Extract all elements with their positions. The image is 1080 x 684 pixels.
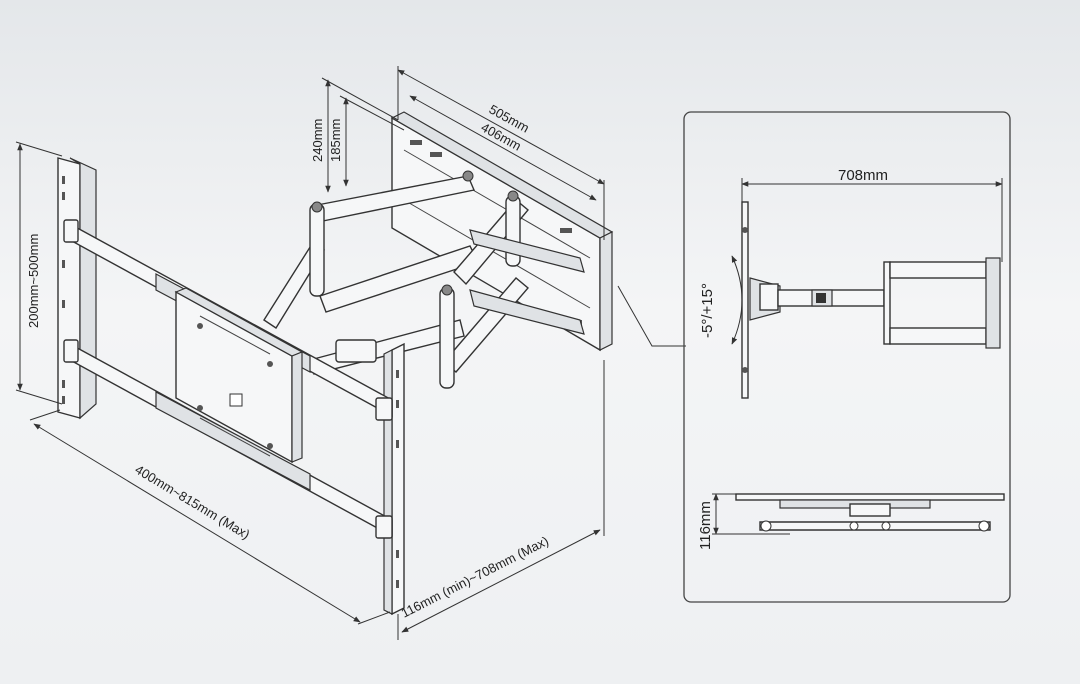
detail-extension-label: 708mm <box>838 167 888 184</box>
tilt-range-label: -5°/+15° <box>699 283 716 338</box>
tv-bracket <box>57 157 405 616</box>
wall-plate-inner-height-label: 185mm <box>328 119 343 162</box>
wall-plate-outer-height-label: 240mm <box>310 119 325 162</box>
min-depth-drawing <box>712 493 1005 535</box>
side-view-drawing <box>731 178 1003 399</box>
main-mount-drawing: 505mm 406mm 240mm 185mm 200mm~500mm 400m… <box>15 66 686 640</box>
vertical-range-label: 200mm~500mm <box>26 234 41 328</box>
detail-panel: 708mm -5°/+15° 116mm <box>683 111 1011 603</box>
extension-range-label: 116mm (min)~708mm (Max) <box>399 533 551 621</box>
dimension-lines <box>15 66 605 640</box>
callout-line <box>617 285 686 347</box>
horizontal-range-label: 400mm~815mm (Max) <box>132 462 252 542</box>
min-depth-label: 116mm <box>697 501 714 550</box>
